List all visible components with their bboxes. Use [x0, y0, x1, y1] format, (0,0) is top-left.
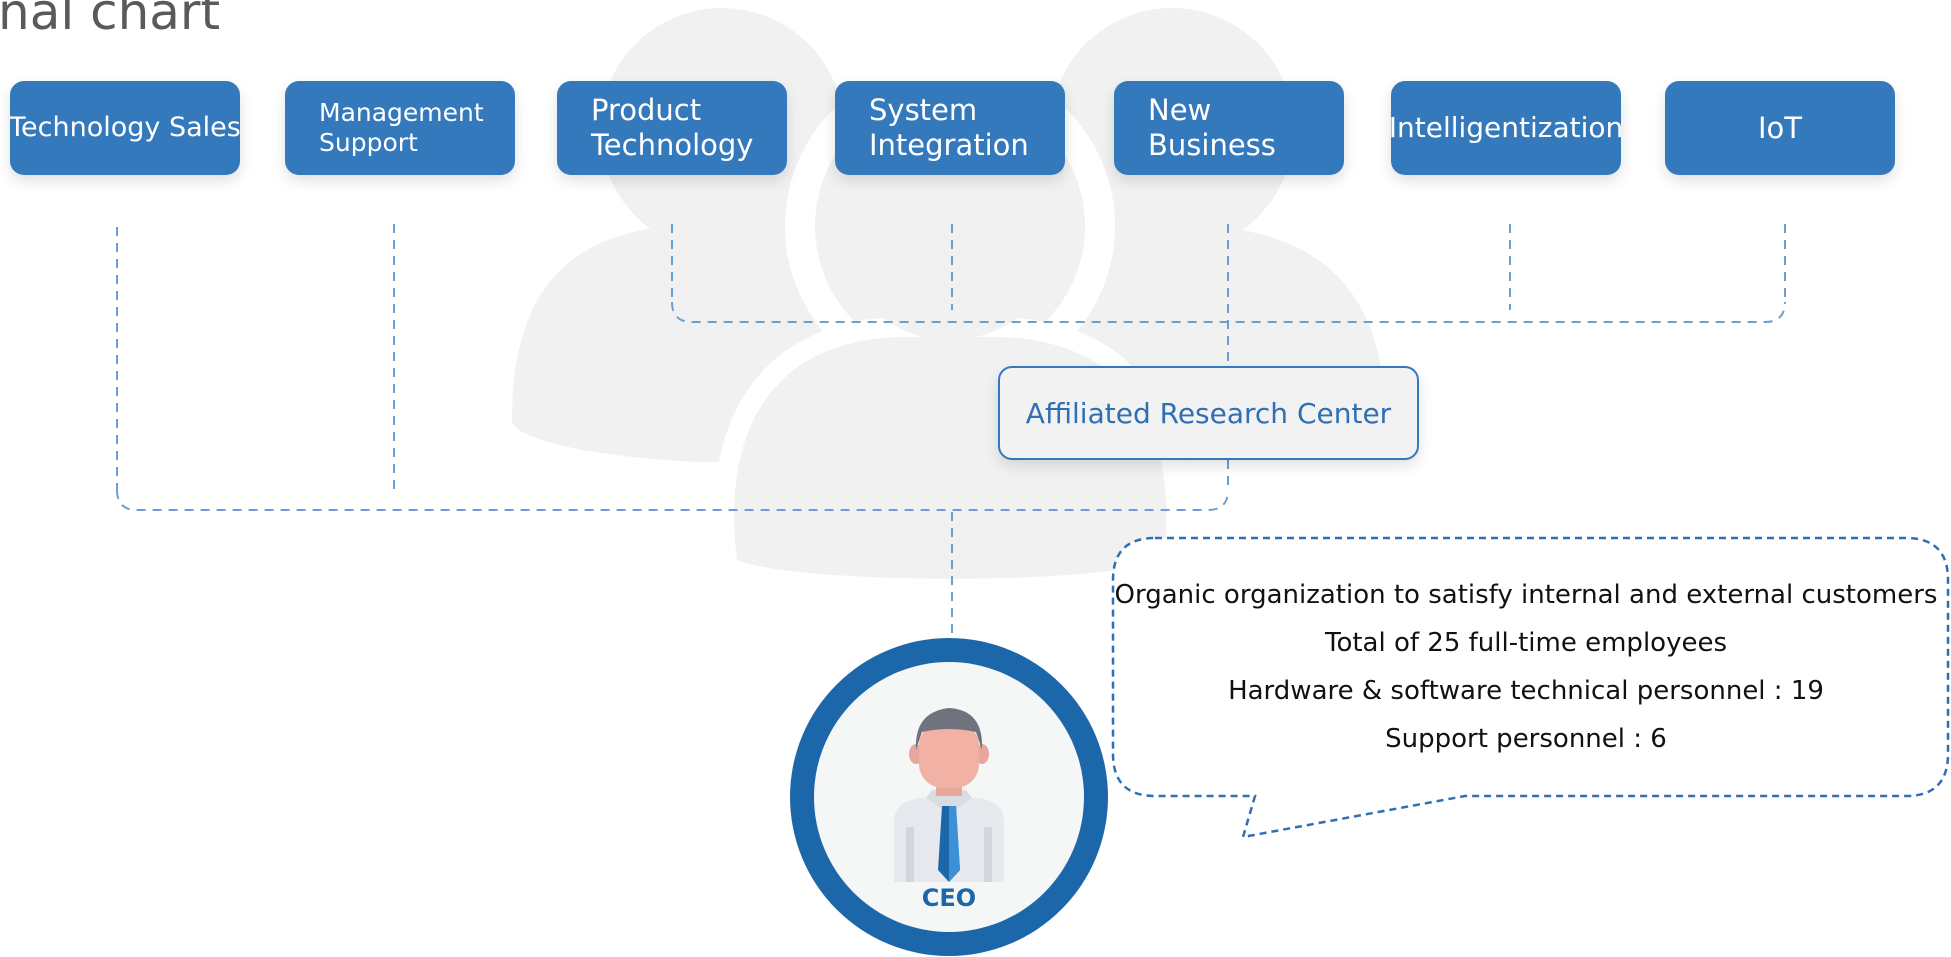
dept-label-line: Integration: [869, 128, 1029, 162]
ceo-node: CEO: [790, 638, 1108, 956]
callout-line: Total of 25 full-time employees: [1324, 628, 1727, 658]
dept-label-line: Business: [1148, 128, 1276, 162]
callout-line: Organic organization to satisfy internal…: [1114, 580, 1938, 610]
dept-label-line: Technology: [591, 128, 754, 162]
dept-iot: IoT: [1665, 81, 1895, 175]
dept-label-line: New: [1148, 93, 1212, 128]
dept-label-line: Technology Sales: [9, 111, 241, 143]
dept-management-support: Management Support: [285, 81, 515, 175]
dept-label-line: Product: [591, 93, 702, 128]
callout-line: Hardware & software technical personnel …: [1228, 676, 1824, 706]
dept-label-line: Support: [319, 128, 418, 157]
dept-technology-sales: Technology Sales: [9, 81, 241, 175]
dept-intelligentization: Intelligentization: [1388, 81, 1624, 175]
connector-lines: [116, 224, 1786, 638]
callout-text: Organic organization to satisfy internal…: [1112, 571, 1940, 763]
research-center-box: Affiliated Research Center: [998, 366, 1419, 460]
dept-system-integration: System Integration: [835, 81, 1065, 175]
ceo-label: CEO: [921, 884, 977, 912]
dept-label-line: Intelligentization: [1388, 111, 1624, 145]
dept-label-line: IoT: [1757, 110, 1802, 145]
ceo-inner-circle: CEO: [814, 662, 1084, 932]
dept-label-line: Management: [319, 98, 484, 127]
page-title: nal chart: [0, 0, 221, 41]
callout-line: Support personnel : 6: [1385, 724, 1667, 754]
dept-new-business: New Business: [1114, 81, 1344, 175]
dept-label-line: System: [869, 93, 978, 128]
callout-bubble: [1111, 536, 1950, 839]
dept-product-technology: Product Technology: [557, 81, 787, 175]
ceo-businessman-icon: [894, 708, 1004, 882]
